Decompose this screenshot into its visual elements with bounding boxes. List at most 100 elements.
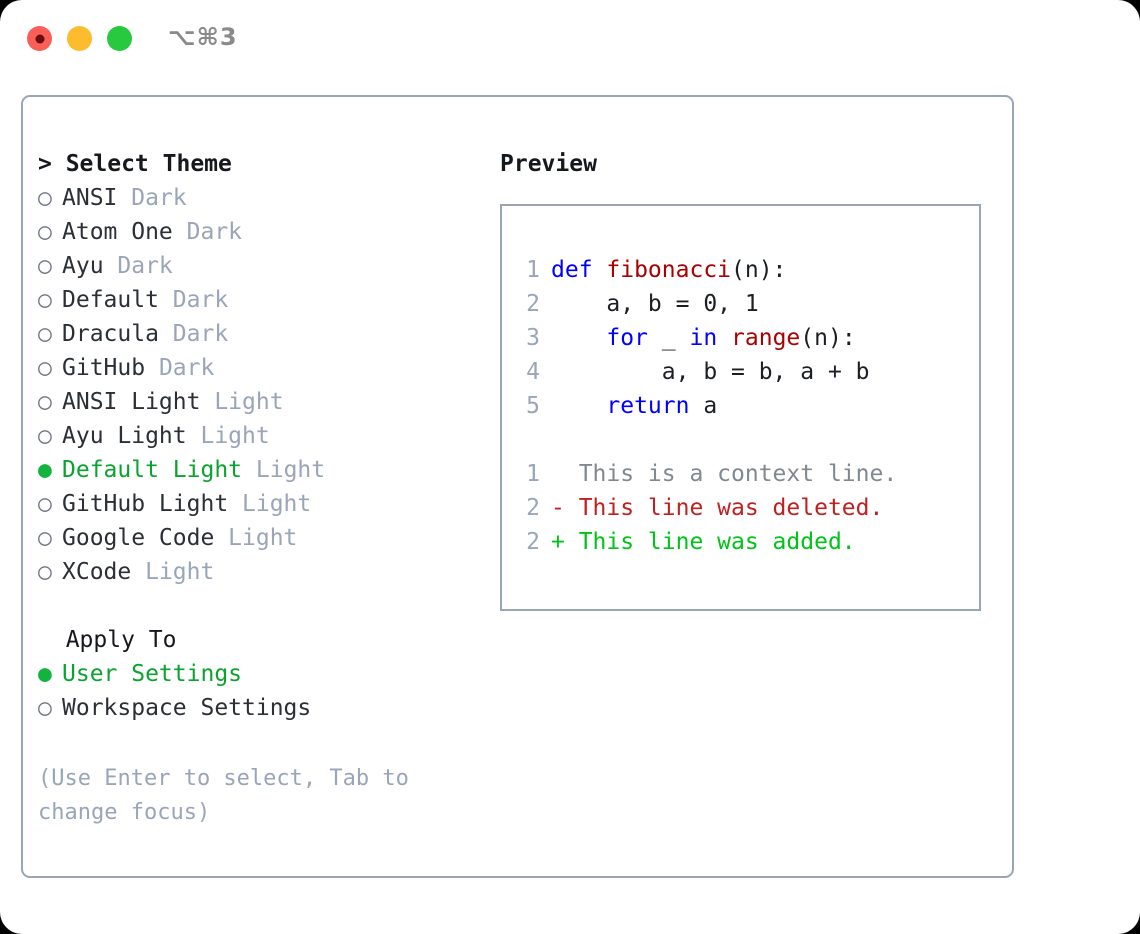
theme-option-google-code[interactable]: ○Google Code Light xyxy=(38,521,498,555)
theme-option-ayu-light[interactable]: ○ Ayu Light Light xyxy=(38,419,498,453)
keyboard-hint-text: (Use Enter to select, Tab to change focu… xyxy=(38,766,409,825)
code-text: a, b = 0, 1 xyxy=(540,291,758,317)
code-token: a xyxy=(689,393,718,419)
theme-variant-badge: Dark xyxy=(172,321,229,347)
theme-name: Ayu xyxy=(62,253,118,279)
theme-option-atom-one[interactable]: ○ Atom One Dark xyxy=(38,215,498,249)
theme-variant-badge: Dark xyxy=(131,185,187,211)
radio-selected-icon: ● xyxy=(38,457,52,483)
select-theme-header: > Select Theme xyxy=(38,151,232,177)
close-window-button[interactable] xyxy=(27,26,52,51)
radio-unselected-icon: ○ xyxy=(38,219,52,245)
apply-to-list: ● User Settings ○Workspace Settings xyxy=(38,657,498,725)
theme-option-default-light[interactable]: ● Default Light Light xyxy=(38,453,498,487)
diff-text: This is a context line. xyxy=(551,461,898,487)
line-number: 2 xyxy=(526,495,540,521)
theme-list-column: > Select Theme ○ANSI Dark○Atom One Dark○… xyxy=(38,147,498,725)
theme-option-dracula[interactable]: ○Dracula Dark xyxy=(38,317,498,351)
title-bar: ⌥⌘3 xyxy=(0,0,1140,78)
diff-text: - This line was deleted. xyxy=(551,495,884,521)
code-line: 2 a, b = 0, 1 xyxy=(510,287,970,321)
minimize-window-button[interactable] xyxy=(67,26,92,51)
code-token: def xyxy=(551,257,607,283)
theme-name: Default xyxy=(62,287,173,313)
theme-name: GitHub Light xyxy=(62,491,243,517)
line-number: 1 xyxy=(526,461,540,487)
maximize-window-button[interactable] xyxy=(107,26,132,51)
theme-option-default[interactable]: ○ Default Dark xyxy=(38,283,498,317)
radio-unselected-icon: ○ xyxy=(38,389,52,415)
code-token xyxy=(551,393,606,419)
code-token: return xyxy=(606,393,690,419)
theme-variant-badge: Light xyxy=(200,423,270,449)
theme-name: Dracula xyxy=(62,321,173,347)
apply-option-workspace-settings[interactable]: ○Workspace Settings xyxy=(38,691,498,725)
theme-option-github[interactable]: ○GitHub Dark xyxy=(38,351,498,385)
code-text: a, b = b, a + b xyxy=(540,359,870,385)
radio-unselected-icon: ○ xyxy=(38,491,52,517)
theme-option-ansi[interactable]: ○ANSI Dark xyxy=(38,181,498,215)
code-text: for _ in range(n): xyxy=(540,325,856,351)
code-token: range xyxy=(731,325,801,351)
code-token: _ xyxy=(647,325,690,351)
code-line: 4 a, b = b, a + b xyxy=(510,355,970,389)
code-token: (n): xyxy=(800,325,856,351)
radio-selected-icon: ● xyxy=(38,661,52,687)
code-token xyxy=(717,325,731,351)
theme-variant-badge: Dark xyxy=(186,219,243,245)
diff-line: 1 This is a context line. xyxy=(510,457,970,491)
theme-name: Ayu Light xyxy=(62,423,201,449)
code-text: return a xyxy=(540,393,717,419)
code-token: in xyxy=(689,325,718,351)
code-text: def fibonacci(n): xyxy=(540,257,786,283)
theme-variant-badge: Light xyxy=(242,491,312,517)
apply-option-user-settings[interactable]: ● User Settings xyxy=(38,657,498,691)
code-line: 3 for _ in range(n): xyxy=(510,321,970,355)
radio-unselected-icon: ○ xyxy=(38,253,52,279)
code-token: fibonacci xyxy=(606,257,732,283)
code-line: 5 return a xyxy=(510,389,970,423)
theme-option-ansi-light[interactable]: ○ANSI Light Light xyxy=(38,385,498,419)
diff-line: 2+ This line was added. xyxy=(510,525,970,559)
theme-option-github-light[interactable]: ○ GitHub Light Light xyxy=(38,487,498,521)
line-number: 5 xyxy=(526,393,540,419)
theme-variant-badge: Light xyxy=(214,389,284,415)
theme-name: Google Code xyxy=(62,525,229,551)
theme-list: ○ANSI Dark○Atom One Dark○Ayu Dark○Defaul… xyxy=(38,181,498,589)
theme-variant-badge: Light xyxy=(145,559,215,585)
theme-variant-badge: Light xyxy=(255,457,326,483)
theme-selector-panel: > Select Theme ○ANSI Dark○Atom One Dark○… xyxy=(21,95,1014,878)
line-number: 2 xyxy=(526,529,540,555)
code-token: for xyxy=(606,325,648,351)
line-number: 3 xyxy=(526,325,540,351)
code-token: (n): xyxy=(731,257,787,283)
theme-option-ayu[interactable]: ○ Ayu Dark xyxy=(38,249,498,283)
radio-unselected-icon: ○ xyxy=(38,559,52,585)
theme-name: Atom One xyxy=(62,219,187,245)
preview-title: Preview xyxy=(500,151,597,177)
radio-unselected-icon: ○ xyxy=(38,185,52,211)
theme-option-xcode[interactable]: ○ XCode Light xyxy=(38,555,498,589)
diff-block: 1 This is a context line. 2 - This line wa… xyxy=(510,457,970,559)
theme-variant-badge: Dark xyxy=(172,287,229,313)
theme-name: Default Light xyxy=(62,457,256,483)
theme-name: XCode xyxy=(62,559,146,585)
radio-unselected-icon: ○ xyxy=(38,355,52,381)
apply-option-label: User Settings xyxy=(62,661,243,687)
diff-line: 2 - This line was deleted. xyxy=(510,491,970,525)
radio-unselected-icon: ○ xyxy=(38,423,52,449)
code-spacer xyxy=(510,423,970,457)
theme-variant-badge: Dark xyxy=(117,253,173,279)
line-number: 1 xyxy=(526,257,540,283)
radio-unselected-icon: ○ xyxy=(38,695,52,721)
window-controls xyxy=(27,26,132,51)
radio-unselected-icon: ○ xyxy=(38,287,52,313)
code-token xyxy=(551,325,606,351)
keyboard-shortcut-label: ⌥⌘3 xyxy=(168,23,238,51)
theme-variant-badge: Light xyxy=(228,525,298,551)
